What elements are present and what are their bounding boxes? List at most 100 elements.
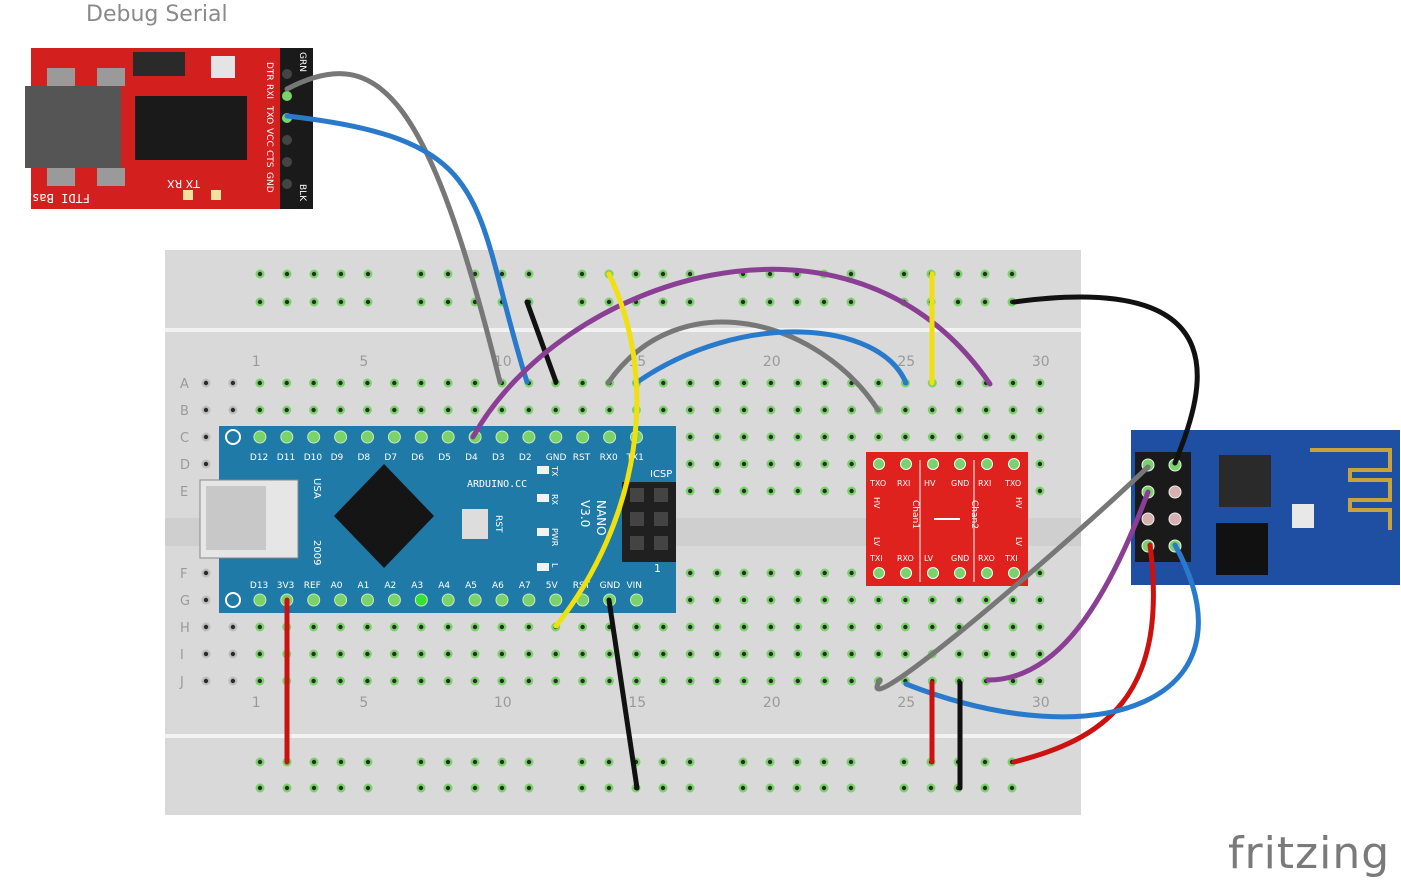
breadboard-hole-center (930, 407, 935, 413)
nano-top-pin-label: TX1 (626, 453, 644, 463)
breadboard-hole-center (768, 380, 774, 386)
breadboard-hole-center (849, 407, 854, 413)
nano-bottom-pin-label: A3 (411, 581, 423, 591)
breadboard-hole-center (768, 678, 774, 684)
nano-top-pin-label: D4 (465, 453, 478, 463)
nano-bottom-pin-label: A5 (465, 581, 477, 591)
rail-hole-center (848, 271, 854, 277)
breadboard-hole-center (1010, 624, 1016, 630)
breadboard-hole-center (445, 651, 451, 657)
rail-hole-center (445, 271, 451, 277)
column-number-top: 5 (359, 354, 368, 370)
breadboard-hole-center (311, 678, 316, 684)
breadboard-hole-center (1037, 407, 1043, 413)
breadboard-hole-center (1037, 624, 1043, 630)
ftdi-end-label: BLK (297, 184, 307, 202)
rail-hole-center (499, 759, 505, 765)
ftdi-led-labels: TX RX (167, 177, 201, 190)
nano-bottom-pin-label: A7 (519, 581, 531, 591)
breadboard-hole-center (311, 651, 316, 657)
breadboard-hole-center (768, 570, 774, 576)
breadboard-hole-center (203, 570, 209, 576)
breadboard-hole-center (795, 407, 800, 413)
rail-hole-center (445, 785, 451, 791)
breadboard-hole-center (876, 434, 881, 440)
nano-top-pin (334, 430, 348, 444)
breadboard-hole-center (499, 624, 505, 630)
breadboard-hole-center (768, 624, 774, 630)
breadboard-hole-center (822, 434, 827, 440)
level-shifter-top-label: TXO (1004, 479, 1021, 488)
breadboard-hole-center (849, 570, 854, 576)
breadboard-hole-center (472, 407, 478, 413)
level-shifter-top-label: TXO (869, 479, 886, 488)
nano-led-pwr (537, 528, 549, 536)
rail-hole-center (982, 759, 988, 765)
reset-button[interactable] (462, 509, 488, 539)
level-shifter-side-label: LV (872, 537, 881, 547)
level-shifter-top-pin (900, 458, 912, 470)
ftdi-end-label: GRN (297, 52, 307, 72)
ftdi-led (183, 190, 193, 200)
rail-hole-center (338, 271, 344, 277)
breadboard-hole-center (876, 380, 881, 386)
ftdi-pin-label: CTS (264, 150, 274, 168)
nano-top-pin (549, 430, 563, 444)
breadboard-hole-center (822, 488, 827, 494)
rail-hole-center (526, 759, 532, 765)
breadboard-hole-center (714, 624, 720, 630)
rail-hole-center (1009, 785, 1015, 791)
breadboard-hole-center (661, 624, 666, 630)
rail-hole-center (901, 759, 907, 765)
breadboard-hole-center (526, 624, 531, 630)
nano-leds: TX RX PWR L (537, 465, 559, 571)
level-shifter-top-label: RXI (897, 479, 910, 488)
atmega-chip (334, 464, 434, 568)
level-shifter-bottom-pin (981, 567, 993, 579)
nano-bottom-pin-label: A2 (384, 581, 396, 591)
breadboard-hole-center (392, 624, 397, 630)
rail-hole-center (257, 785, 263, 791)
breadboard-hole-center (714, 488, 720, 494)
level-shifter-bottom-pin (1008, 567, 1020, 579)
breadboard-hole-center (983, 624, 989, 630)
rail-hole-center (418, 299, 424, 305)
usb-tab (47, 68, 75, 86)
rail-hole-center (955, 271, 961, 277)
breadboard-hole-center (849, 488, 854, 494)
breadboard-hole-center (1037, 678, 1043, 684)
ftdi-pin-label: TXO (264, 105, 274, 124)
usb-tab (97, 68, 125, 86)
breadboard-hole-center (876, 597, 881, 603)
breadboard-hole-center (230, 678, 236, 684)
breadboard-hole-center (230, 651, 236, 657)
esp-led (1292, 504, 1314, 528)
ftdi-pin (282, 157, 292, 167)
breadboard-hole-center (419, 678, 424, 684)
breadboard-hole-center (741, 434, 747, 440)
rail-hole-center (794, 759, 800, 765)
level-shifter-top-pin (954, 458, 966, 470)
breadboard-hole-center (957, 407, 962, 413)
rail-hole-center (365, 759, 371, 765)
rail-hole-center (982, 299, 988, 305)
breadboard-hole-center (768, 597, 774, 603)
nano-bottom-pin (307, 593, 321, 607)
breadboard-hole-center (230, 624, 236, 630)
breadboard-hole-center (499, 678, 505, 684)
nano-top-pin (361, 430, 374, 444)
nano-top-pin-label: D5 (438, 453, 451, 463)
breadboard-hole-center (849, 434, 854, 440)
level-shifter-top-label: GND (951, 479, 969, 488)
breadboard-hole-center (203, 651, 209, 657)
breadboard-hole-center (795, 570, 800, 576)
row-letter: B (180, 404, 189, 419)
breadboard-hole-center (688, 461, 693, 467)
row-letter: D (180, 458, 190, 473)
rail-hole-center (579, 759, 585, 765)
rail-hole-center (821, 785, 827, 791)
rail-hole-center (901, 271, 907, 277)
breadboard-hole-center (526, 651, 531, 657)
rail-hole-center (660, 271, 666, 277)
